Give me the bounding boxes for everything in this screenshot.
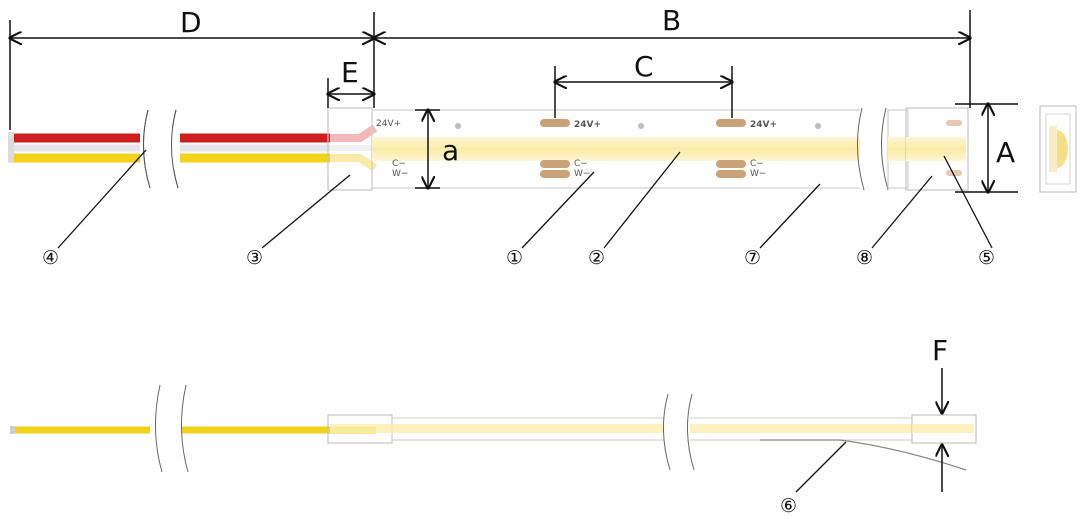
cross-section-icon [1039,105,1077,193]
side-view [10,384,977,473]
callouts-top: ④ ③ ① ② ⑦ ⑧ ⑤ [42,149,995,269]
led-strip-top [371,109,868,189]
callout-8: ⑧ [856,247,873,269]
dim-label-b: B [662,4,681,37]
dim-label-a-large: A [996,136,1015,169]
callout-3: ③ [246,247,263,269]
callout-5: ⑤ [978,247,995,269]
dim-label-f: F [932,334,948,367]
callout-4: ④ [42,247,59,269]
pad-label-cold-2: C− [750,159,764,169]
adhesive-tape [760,439,967,471]
pad-label-cold-left: C− [392,159,406,169]
pad-label-positive-1: 24V+ [574,120,601,130]
dim-label-c: C [634,50,654,83]
dim-label-e: E [341,56,359,89]
pad-label-warm-1: W− [574,169,590,179]
cob-led-light [372,137,867,161]
pad-label-positive-2: 24V+ [750,120,777,130]
dim-label-d: D [180,6,202,39]
dim-f: F [932,334,948,492]
callout-7: ⑦ [744,247,761,269]
lead-wires [8,109,330,189]
pad-label-positive-left: 24V+ [376,119,401,129]
top-view: 24V+ C− W− 24V+ C− W− 24V+ C− W− [8,105,1077,193]
callout-2: ② [588,247,605,269]
pad-label-warm-2: W− [750,169,766,179]
dim-label-a-small: a [442,134,459,167]
pad-label-cold-1: C− [574,159,588,169]
dimension-lines: D B C E a A [10,4,1018,192]
callout-1: ① [506,247,523,269]
callout-6: ⑥ [780,495,797,517]
pad-label-warm-left: W− [392,169,408,179]
